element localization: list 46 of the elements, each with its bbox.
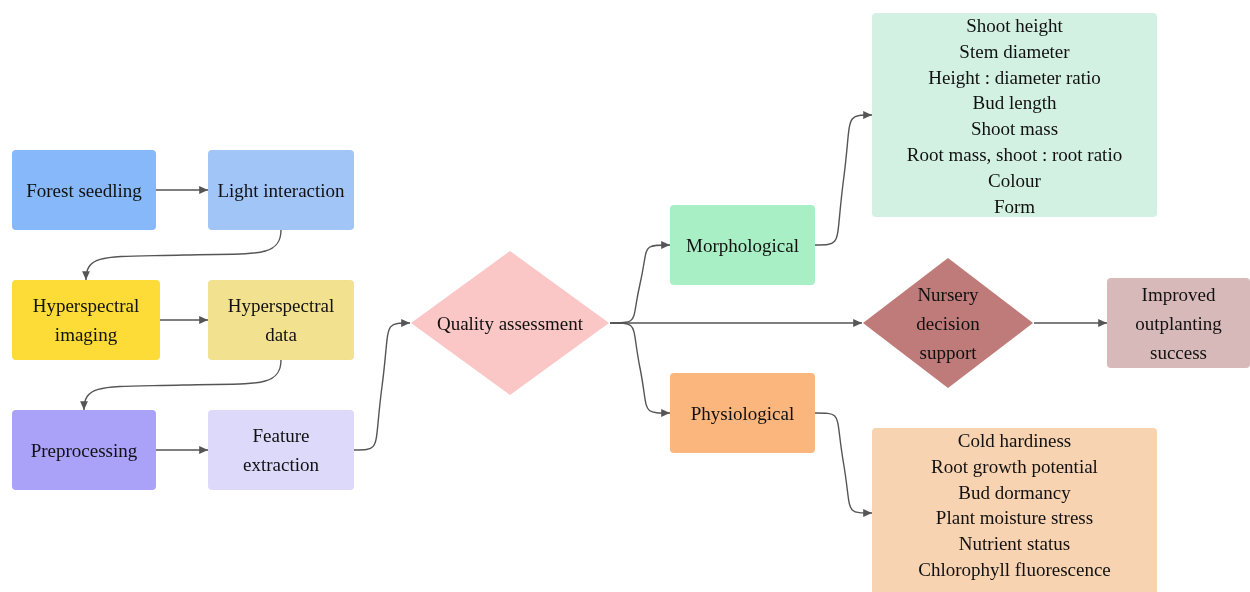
- list-item: Root mass, shoot : root ratio: [906, 143, 1123, 167]
- arrow: [155, 186, 209, 194]
- list-item: Colour: [988, 168, 1041, 193]
- process-box: [208, 280, 354, 360]
- arrow: [82, 229, 282, 281]
- list-item: Shoot mass: [970, 117, 1059, 142]
- list-item: Bud length: [972, 91, 1057, 116]
- process-box: [208, 410, 354, 490]
- arrow: [159, 316, 209, 324]
- list-item: Nutrient status: [958, 532, 1071, 557]
- attribute-list-box: [872, 428, 1157, 592]
- node-label: Forest seedling: [26, 178, 142, 203]
- attribute-list-box: [872, 13, 1157, 217]
- arrow: [1033, 319, 1108, 327]
- list-item: Chlorophyll fluorescence: [918, 558, 1111, 582]
- node-label: Hyperspectral imaging: [31, 294, 141, 347]
- node-label: Morphological: [686, 233, 799, 258]
- list-item: Form: [993, 194, 1036, 219]
- node-label: Preprocessing: [30, 438, 138, 463]
- node-label: Light interaction: [217, 178, 345, 203]
- list-item: Height : diameter ratio: [928, 65, 1101, 90]
- arrow: [814, 111, 873, 246]
- node-label: Physiological: [690, 401, 795, 426]
- process-box: [208, 150, 354, 230]
- arrow: [353, 319, 411, 451]
- list-item: Bud dormancy: [958, 480, 1071, 505]
- list-item: Shoot height: [966, 14, 1063, 38]
- arrow: [155, 446, 209, 454]
- process-box: [12, 280, 160, 360]
- process-box: [1107, 278, 1250, 368]
- list-item: Plant moisture stress: [935, 506, 1094, 531]
- node-label: Hyperspectral data: [226, 294, 336, 347]
- arrow: [814, 412, 873, 517]
- list-item: Stem diameter: [959, 39, 1070, 64]
- node-label: Quality assessment: [436, 311, 584, 336]
- process-box: [670, 373, 815, 453]
- node-label: Feature extraction: [242, 424, 320, 477]
- node-label: Improved outplanting success: [1134, 282, 1223, 365]
- process-box: [12, 410, 156, 490]
- list-item: Root growth potential: [931, 454, 1098, 479]
- list-item: Cold hardiness: [957, 429, 1072, 453]
- node-label: Nursery decision support: [915, 282, 981, 365]
- arrow: [80, 359, 282, 411]
- process-box: [670, 205, 815, 285]
- process-box: [12, 150, 156, 230]
- arrow: [609, 322, 671, 417]
